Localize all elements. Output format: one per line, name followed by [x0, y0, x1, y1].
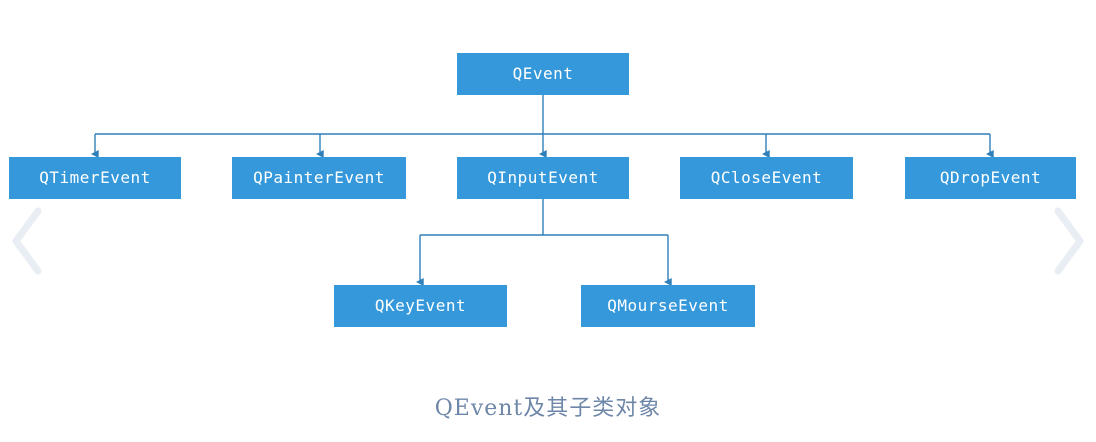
node-label: QMourseEvent — [607, 296, 729, 315]
chevron-left-icon — [12, 207, 42, 275]
node-qinputevent[interactable]: QInputEvent — [457, 157, 629, 199]
node-qcloseevent[interactable]: QCloseEvent — [680, 157, 853, 199]
node-label: QPainterEvent — [253, 168, 385, 187]
diagram-caption: QEvent及其子类对象 — [434, 396, 662, 421]
carousel-next-button[interactable] — [1048, 205, 1088, 277]
node-qevent[interactable]: QEvent — [457, 53, 629, 95]
node-label: QTimerEvent — [39, 168, 151, 187]
node-label: QDropEvent — [939, 168, 1042, 187]
node-label: QInputEvent — [487, 168, 599, 187]
node-qtimerevent[interactable]: QTimerEvent — [9, 157, 181, 199]
chevron-right-icon — [1054, 207, 1084, 275]
node-label: QCloseEvent — [710, 168, 823, 187]
node-label: QKeyEvent — [374, 296, 467, 315]
node-label: QEvent — [512, 64, 574, 83]
carousel-prev-button[interactable] — [8, 205, 48, 277]
node-qmourseevent[interactable]: QMourseEvent — [581, 285, 755, 327]
node-qpainterevent[interactable]: QPainterEvent — [232, 157, 406, 199]
node-qdropevent[interactable]: QDropEvent — [905, 157, 1076, 199]
node-qkeyevent[interactable]: QKeyEvent — [334, 285, 507, 327]
